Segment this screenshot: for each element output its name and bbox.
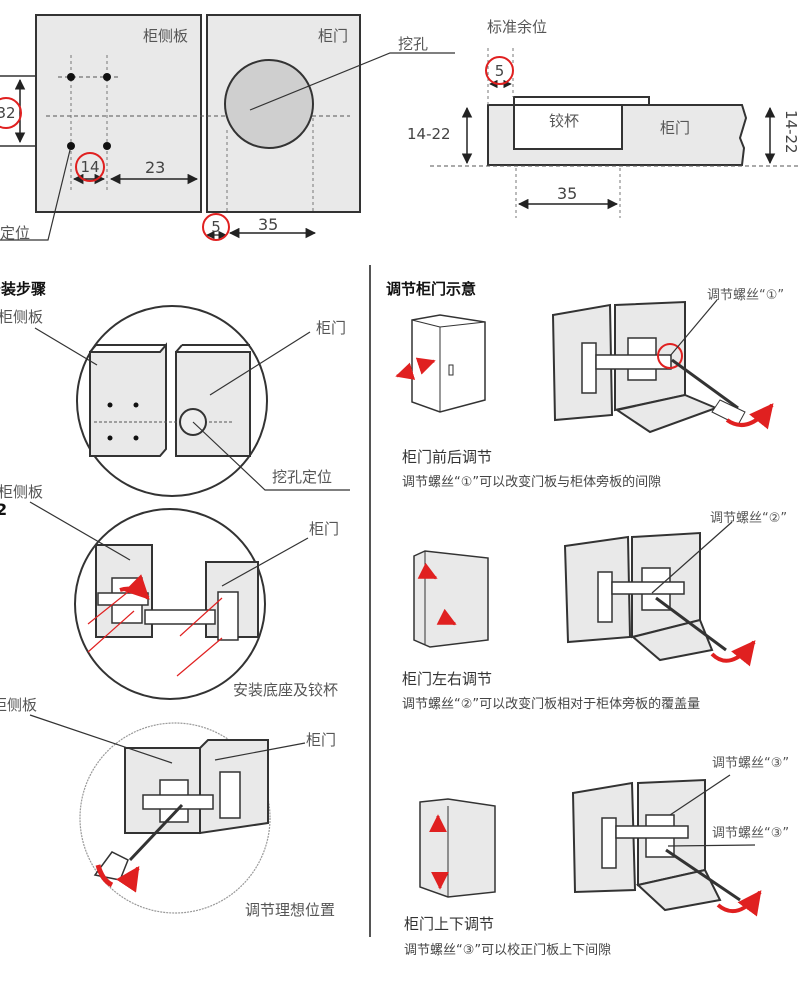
screw-1-highlight	[657, 343, 683, 369]
screw-3b-label: 调节螺丝“③”	[712, 826, 790, 841]
screw-hole	[67, 142, 75, 150]
step2-side-panel-label: 柜侧板	[0, 483, 44, 501]
step2-caption: 安装底座及铰杯	[233, 681, 339, 699]
screw-hole	[103, 142, 111, 150]
adjust-diagram-1	[395, 299, 774, 434]
margin-5-badge: 5	[485, 56, 514, 85]
install-step-3	[29, 714, 306, 914]
adjust-1-caption: 柜门前后调节	[402, 448, 493, 466]
step1-door-label: 柜门	[316, 319, 347, 337]
adjust-2-caption: 柜门左右调节	[402, 670, 493, 688]
screw-1-label: 调节螺丝“①”	[707, 288, 785, 303]
hole-label: 挖孔	[398, 35, 429, 53]
dim-35-label: 35	[258, 215, 279, 234]
adjust-diagram-2	[413, 521, 756, 667]
cup-hole	[224, 59, 314, 149]
screw-3a-label: 调节螺丝“③”	[712, 756, 790, 771]
step2-door-label: 柜门	[309, 520, 340, 538]
step1-hole-positioning-label: 挖孔定位	[272, 468, 333, 486]
adjust-diagram-3	[419, 774, 762, 917]
thickness-right-label: 14-22	[782, 110, 800, 154]
side-panel-label: 柜侧板	[143, 27, 189, 45]
adjust-2-description: 调节螺丝“②”可以改变门板相对于柜体旁板的覆盖量	[402, 697, 701, 712]
step3-side-panel-label: 柜侧板	[0, 696, 38, 714]
step3-door-label: 柜门	[306, 731, 337, 749]
screw-2-label: 调节螺丝“②”	[710, 511, 788, 526]
dim-5-badge: 5	[202, 213, 230, 241]
screw-hole	[103, 73, 111, 81]
hinge-cup-rect	[513, 104, 623, 150]
screw-hole	[67, 73, 75, 81]
thickness-left-label: 14-22	[407, 125, 451, 143]
dim-32-badge: 32	[0, 97, 22, 129]
top-left-diagram	[0, 14, 455, 241]
install-step-1	[34, 305, 350, 497]
step2-number: 2	[0, 500, 8, 519]
adjust-3-description: 调节螺丝“③”可以校正门板上下间隙	[404, 943, 612, 958]
install-steps-title: 安装步骤	[0, 280, 47, 298]
dim-23-label: 23	[145, 158, 166, 177]
step1-side-panel-label: 柜侧板	[0, 308, 44, 326]
step3-caption: 调节理想位置	[245, 901, 336, 919]
door-section-label: 柜门	[660, 119, 691, 137]
dim-14-badge: 14	[75, 152, 105, 182]
adjust-3-caption: 柜门上下调节	[404, 915, 495, 933]
cup-35-label: 35	[557, 184, 578, 203]
standard-margin-label: 标准余位	[487, 18, 548, 36]
adjust-1-description: 调节螺丝“①”可以改变门板与柜体旁板的间隙	[402, 475, 662, 490]
positioning-label: 定位	[0, 224, 31, 242]
door-label: 柜门	[318, 27, 349, 45]
install-step-2	[29, 501, 309, 700]
hinge-cup-label: 铰杯	[549, 112, 580, 130]
adjust-section-title: 调节柜门示意	[386, 280, 477, 298]
top-right-diagram	[430, 48, 800, 218]
